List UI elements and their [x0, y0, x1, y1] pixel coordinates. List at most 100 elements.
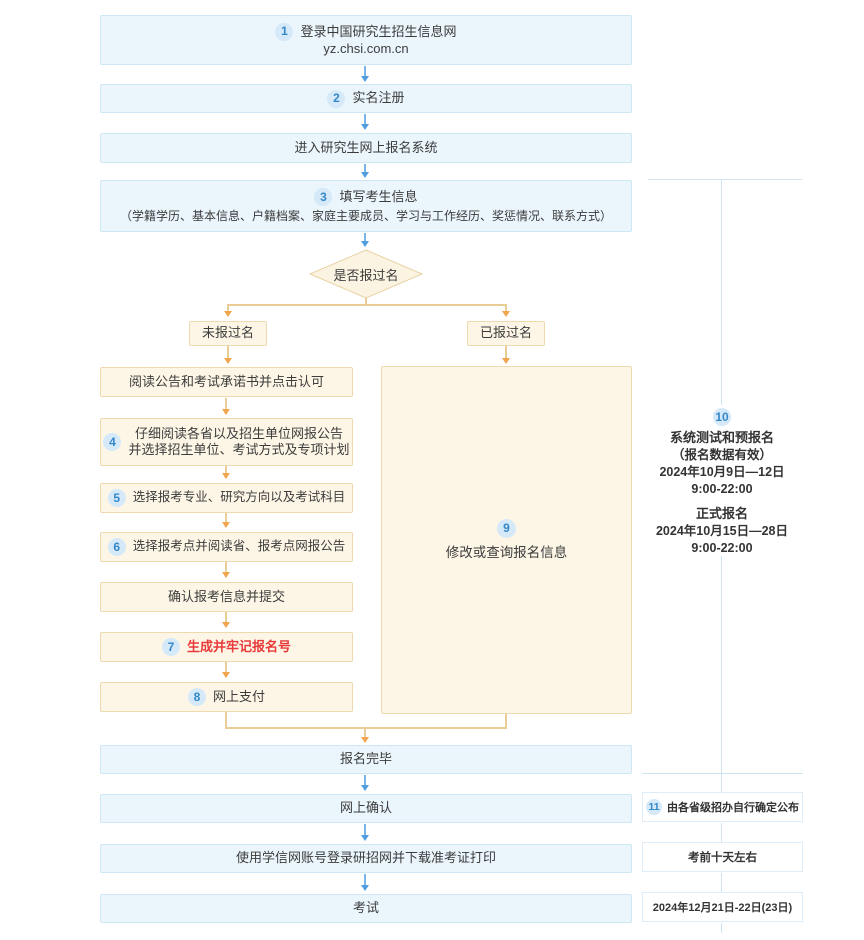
step-label: 选择报考点并阅读省、报考点网报公告	[132, 539, 346, 554]
note-title: 系统测试和预报名	[669, 430, 774, 445]
arrow-down-icon	[222, 473, 230, 479]
connector-line	[364, 824, 366, 837]
connector-line	[365, 298, 367, 305]
bracket-line	[721, 823, 722, 842]
connector-line	[225, 612, 227, 623]
connector-line	[364, 114, 366, 126]
bracket-line	[721, 774, 722, 792]
branch-label: 已报过名	[479, 325, 532, 341]
arrow-down-icon	[502, 311, 510, 317]
step-label: 使用学信网账号登录研招网并下载准考证打印	[235, 850, 496, 866]
arrow-down-icon	[224, 311, 232, 317]
step-label: 网上支付	[212, 688, 265, 704]
note-time: 9:00-22:00	[691, 482, 753, 496]
connector-line	[225, 727, 507, 729]
step-detail: （学籍学历、基本信息、户籍档案、家庭主要成员、学习与工作经历、奖惩情况、联系方式…	[119, 209, 612, 223]
note-number-badge: 11	[646, 799, 662, 815]
connector-line	[225, 712, 227, 729]
step-box-login: 1 登录中国研究生招生信息网 yz.chsi.com.cn	[100, 15, 632, 65]
connector-line	[227, 346, 229, 359]
arrow-down-icon	[222, 522, 230, 528]
step-box-fill-info: 3 填写考生信息 （学籍学历、基本信息、户籍档案、家庭主要成员、学习与工作经历、…	[100, 180, 632, 232]
step-label: 报名完毕	[339, 751, 392, 767]
step-label: 登录中国研究生招生信息网	[300, 23, 457, 39]
connector-line	[227, 304, 229, 312]
step-number-badge: 8	[187, 688, 206, 706]
step-box-read-province-notice: 4 仔细阅读各省以及招生单位网报公告 并选择招生单位、考试方式及专项计划	[100, 418, 353, 466]
bracket-line	[648, 179, 802, 180]
note-confirm-time: 11 由各省级招办自行确定公布	[642, 792, 803, 822]
arrow-down-icon	[361, 835, 369, 841]
branch-label-no: 未报过名	[189, 321, 267, 346]
bracket-line	[721, 873, 722, 892]
arrow-down-icon	[361, 785, 369, 791]
arrow-down-icon	[361, 737, 369, 743]
step-label: 进入研究生网上报名系统	[294, 139, 438, 155]
arrow-down-icon	[224, 358, 232, 364]
step-number-badge: 6	[107, 538, 126, 556]
connector-line	[505, 714, 507, 729]
arrow-down-icon	[222, 672, 230, 678]
arrow-down-icon	[502, 358, 510, 364]
connector-line	[505, 346, 507, 359]
connector-line	[364, 66, 366, 78]
step-label: 实名注册	[352, 90, 405, 106]
connector-line	[225, 662, 227, 673]
step-number-badge: 5	[107, 489, 126, 507]
bracket-line	[721, 179, 722, 405]
bracket-line	[642, 773, 803, 774]
note-label: 由各省级招办自行确定公布	[667, 802, 799, 814]
note-number-badge: 10	[713, 408, 731, 426]
note-title: 正式报名	[695, 506, 748, 521]
step-box-pay-online: 8 网上支付	[100, 682, 353, 712]
connector-line	[225, 562, 227, 573]
spacer	[634, 498, 810, 505]
note-download-time: 考前十天左右	[642, 842, 803, 872]
step-box-online-confirm: 网上确认	[100, 794, 632, 823]
arrow-down-icon	[361, 241, 369, 247]
step-label: 生成并牢记报名号	[186, 638, 291, 654]
step-box-confirm-submit: 确认报考信息并提交	[100, 582, 353, 612]
note-date: 2024年10月15日—28日	[655, 524, 789, 538]
step-number-badge: 3	[314, 188, 333, 206]
connector-line	[225, 466, 227, 474]
step-label: 网上确认	[339, 800, 392, 816]
step-label: 修改或查询报名信息	[445, 544, 568, 560]
bracket-line	[721, 923, 722, 933]
step-number-badge: 4	[103, 433, 122, 451]
step-box-enter-system: 进入研究生网上报名系统	[100, 133, 632, 163]
arrow-down-icon	[361, 124, 369, 130]
connector-line	[364, 874, 366, 887]
arrow-down-icon	[361, 172, 369, 178]
step-label: 填写考生信息	[339, 188, 418, 204]
step-box-download-ticket: 使用学信网账号登录研招网并下载准考证打印	[100, 844, 632, 873]
note-subtitle: （报名数据有效）	[671, 448, 772, 462]
step-box-finish: 报名完毕	[100, 745, 632, 774]
step-number-badge: 7	[161, 638, 180, 656]
step-box-choose-site: 6 选择报考点并阅读省、报考点网报公告	[100, 532, 353, 562]
connector-line	[364, 729, 366, 738]
note-time: 9:00-22:00	[691, 541, 753, 555]
arrow-down-icon	[222, 409, 230, 415]
branch-label: 未报过名	[201, 325, 254, 341]
connector-line	[225, 513, 227, 523]
decision-label: 是否报过名	[333, 267, 399, 283]
step-number-badge: 2	[327, 89, 346, 108]
step-label: 选择报考专业、研究方向以及考试科目	[132, 490, 346, 505]
connector-line	[225, 398, 227, 409]
bracket-line	[721, 556, 722, 773]
connector-line	[227, 304, 507, 306]
step-url: yz.chsi.com.cn	[323, 40, 409, 56]
arrow-down-icon	[361, 885, 369, 891]
note-label: 考前十天左右	[688, 852, 757, 864]
note-exam-date: 2024年12月21日-22日(23日)	[642, 892, 803, 922]
step-number-badge: 9	[497, 518, 516, 538]
arrow-down-icon	[222, 572, 230, 578]
connector-line	[364, 775, 366, 787]
note-label: 2024年12月21日-22日(23日)	[652, 902, 793, 914]
step-box-choose-major: 5 选择报考专业、研究方向以及考试科目	[100, 483, 353, 513]
note-schedule: 10 系统测试和预报名 （报名数据有效） 2024年10月9日—12日 9:00…	[634, 408, 810, 557]
connector-line	[505, 304, 507, 312]
step-box-register: 2 实名注册	[100, 84, 632, 113]
